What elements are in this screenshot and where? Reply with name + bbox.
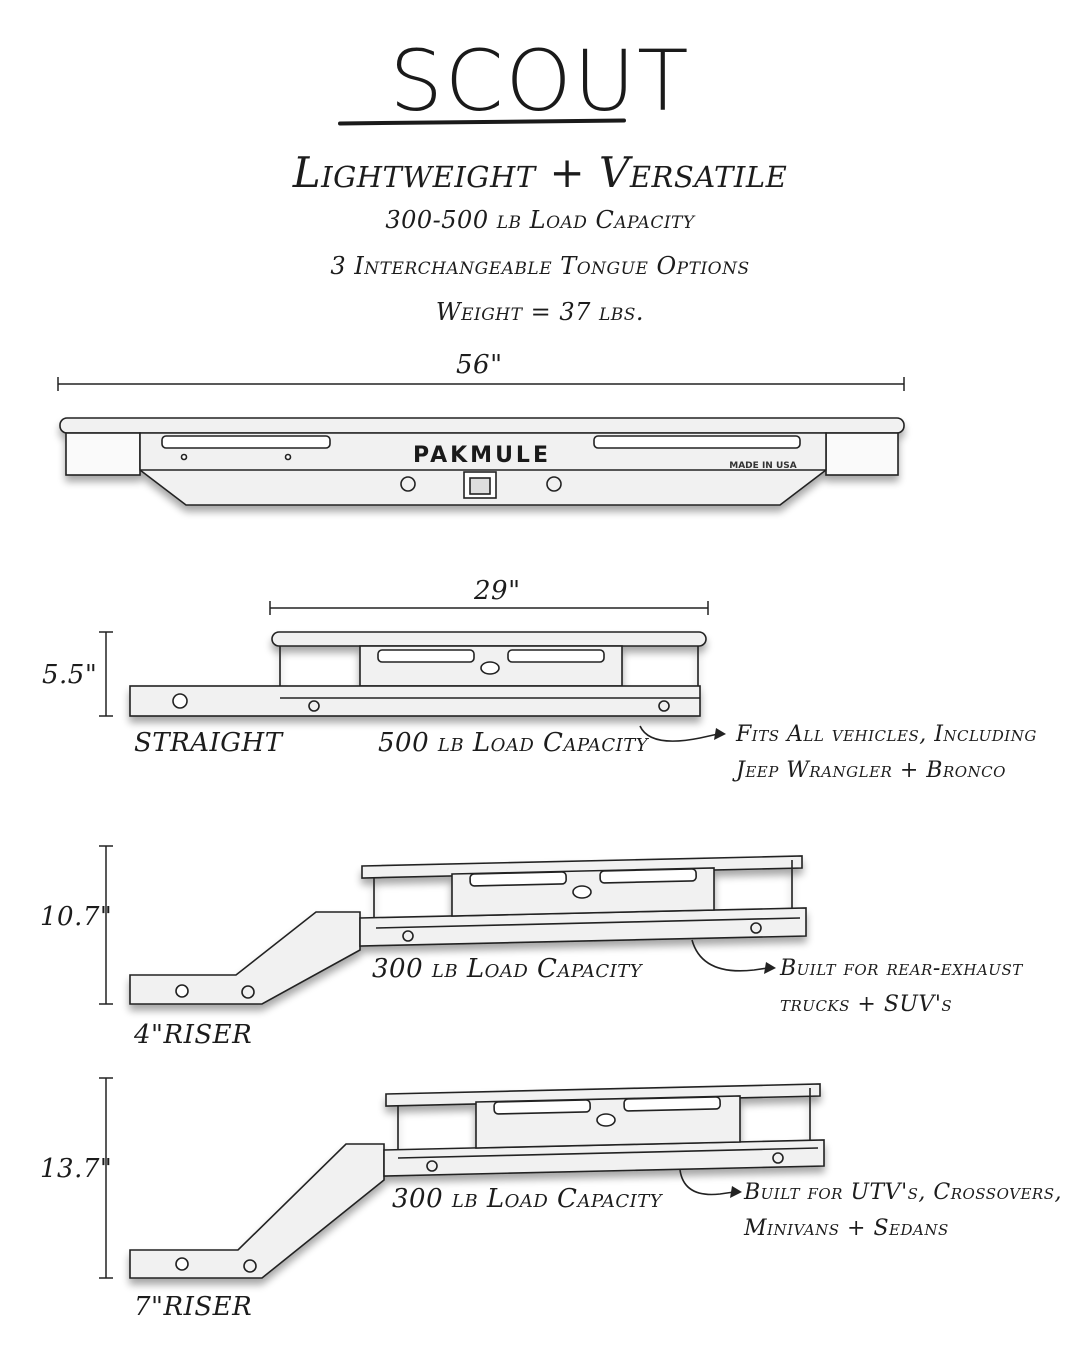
riser7-note-line-2: Minivans + Sedans [744,1216,949,1241]
straight-name: STRAIGHT [134,728,283,758]
top-view-rack [59,417,905,506]
riser7-rack [129,1083,825,1279]
brand-logo: PAKMULE [413,443,551,468]
riser7-name: 7"RISER [134,1292,253,1322]
riser7-height-label: 13.7" [40,1154,113,1184]
spec-tongue-options: 3 Interchangeable Tongue Options [330,252,750,280]
made-in-usa-label: MADE IN USA [729,461,796,471]
riser4-note-line-2: trucks + SUV's [780,992,953,1017]
riser7-note-arrowhead [730,1186,742,1198]
riser7-note-line-1: Built for UTV's, Crossovers, [744,1180,1062,1205]
top-view-dimension [57,377,905,391]
straight-note-arrowhead [714,728,726,740]
riser4-capacity: 300 lb Load Capacity [372,954,643,984]
straight-note-line-2: Jeep Wrangler + Bronco [736,758,1006,783]
riser4-rack [129,855,807,1005]
riser4-name: 4"RISER [134,1020,253,1050]
page-title: SCOUT [389,32,691,130]
straight-width-label: 29" [474,576,521,606]
straight-height-label: 5.5" [42,660,98,690]
riser4-height-label: 10.7" [40,902,113,932]
riser7-note-arrow [679,1169,735,1196]
straight-width-dimension [269,601,709,615]
spec-load-capacity: 300-500 lb Load Capacity [385,206,695,234]
straight-rack [129,631,707,717]
top-width-label: 56" [456,350,503,380]
straight-note-line-1: Fits All vehicles, Including [736,722,1037,747]
riser7-height-dimension [99,1077,113,1279]
subtitle: Lightweight + Versatile [292,148,788,197]
riser4-note-arrowhead [764,962,776,974]
riser4-height-dimension [99,845,113,1005]
riser4-note-arrow [691,939,769,972]
riser4-note-line-1: Built for rear-exhaust [780,956,1023,981]
riser7-capacity: 300 lb Load Capacity [392,1184,663,1214]
straight-height-dimension [99,631,113,717]
straight-note-arrow [639,725,719,742]
straight-capacity: 500 lb Load Capacity [378,728,649,758]
spec-weight: Weight = 37 lbs. [435,298,645,326]
